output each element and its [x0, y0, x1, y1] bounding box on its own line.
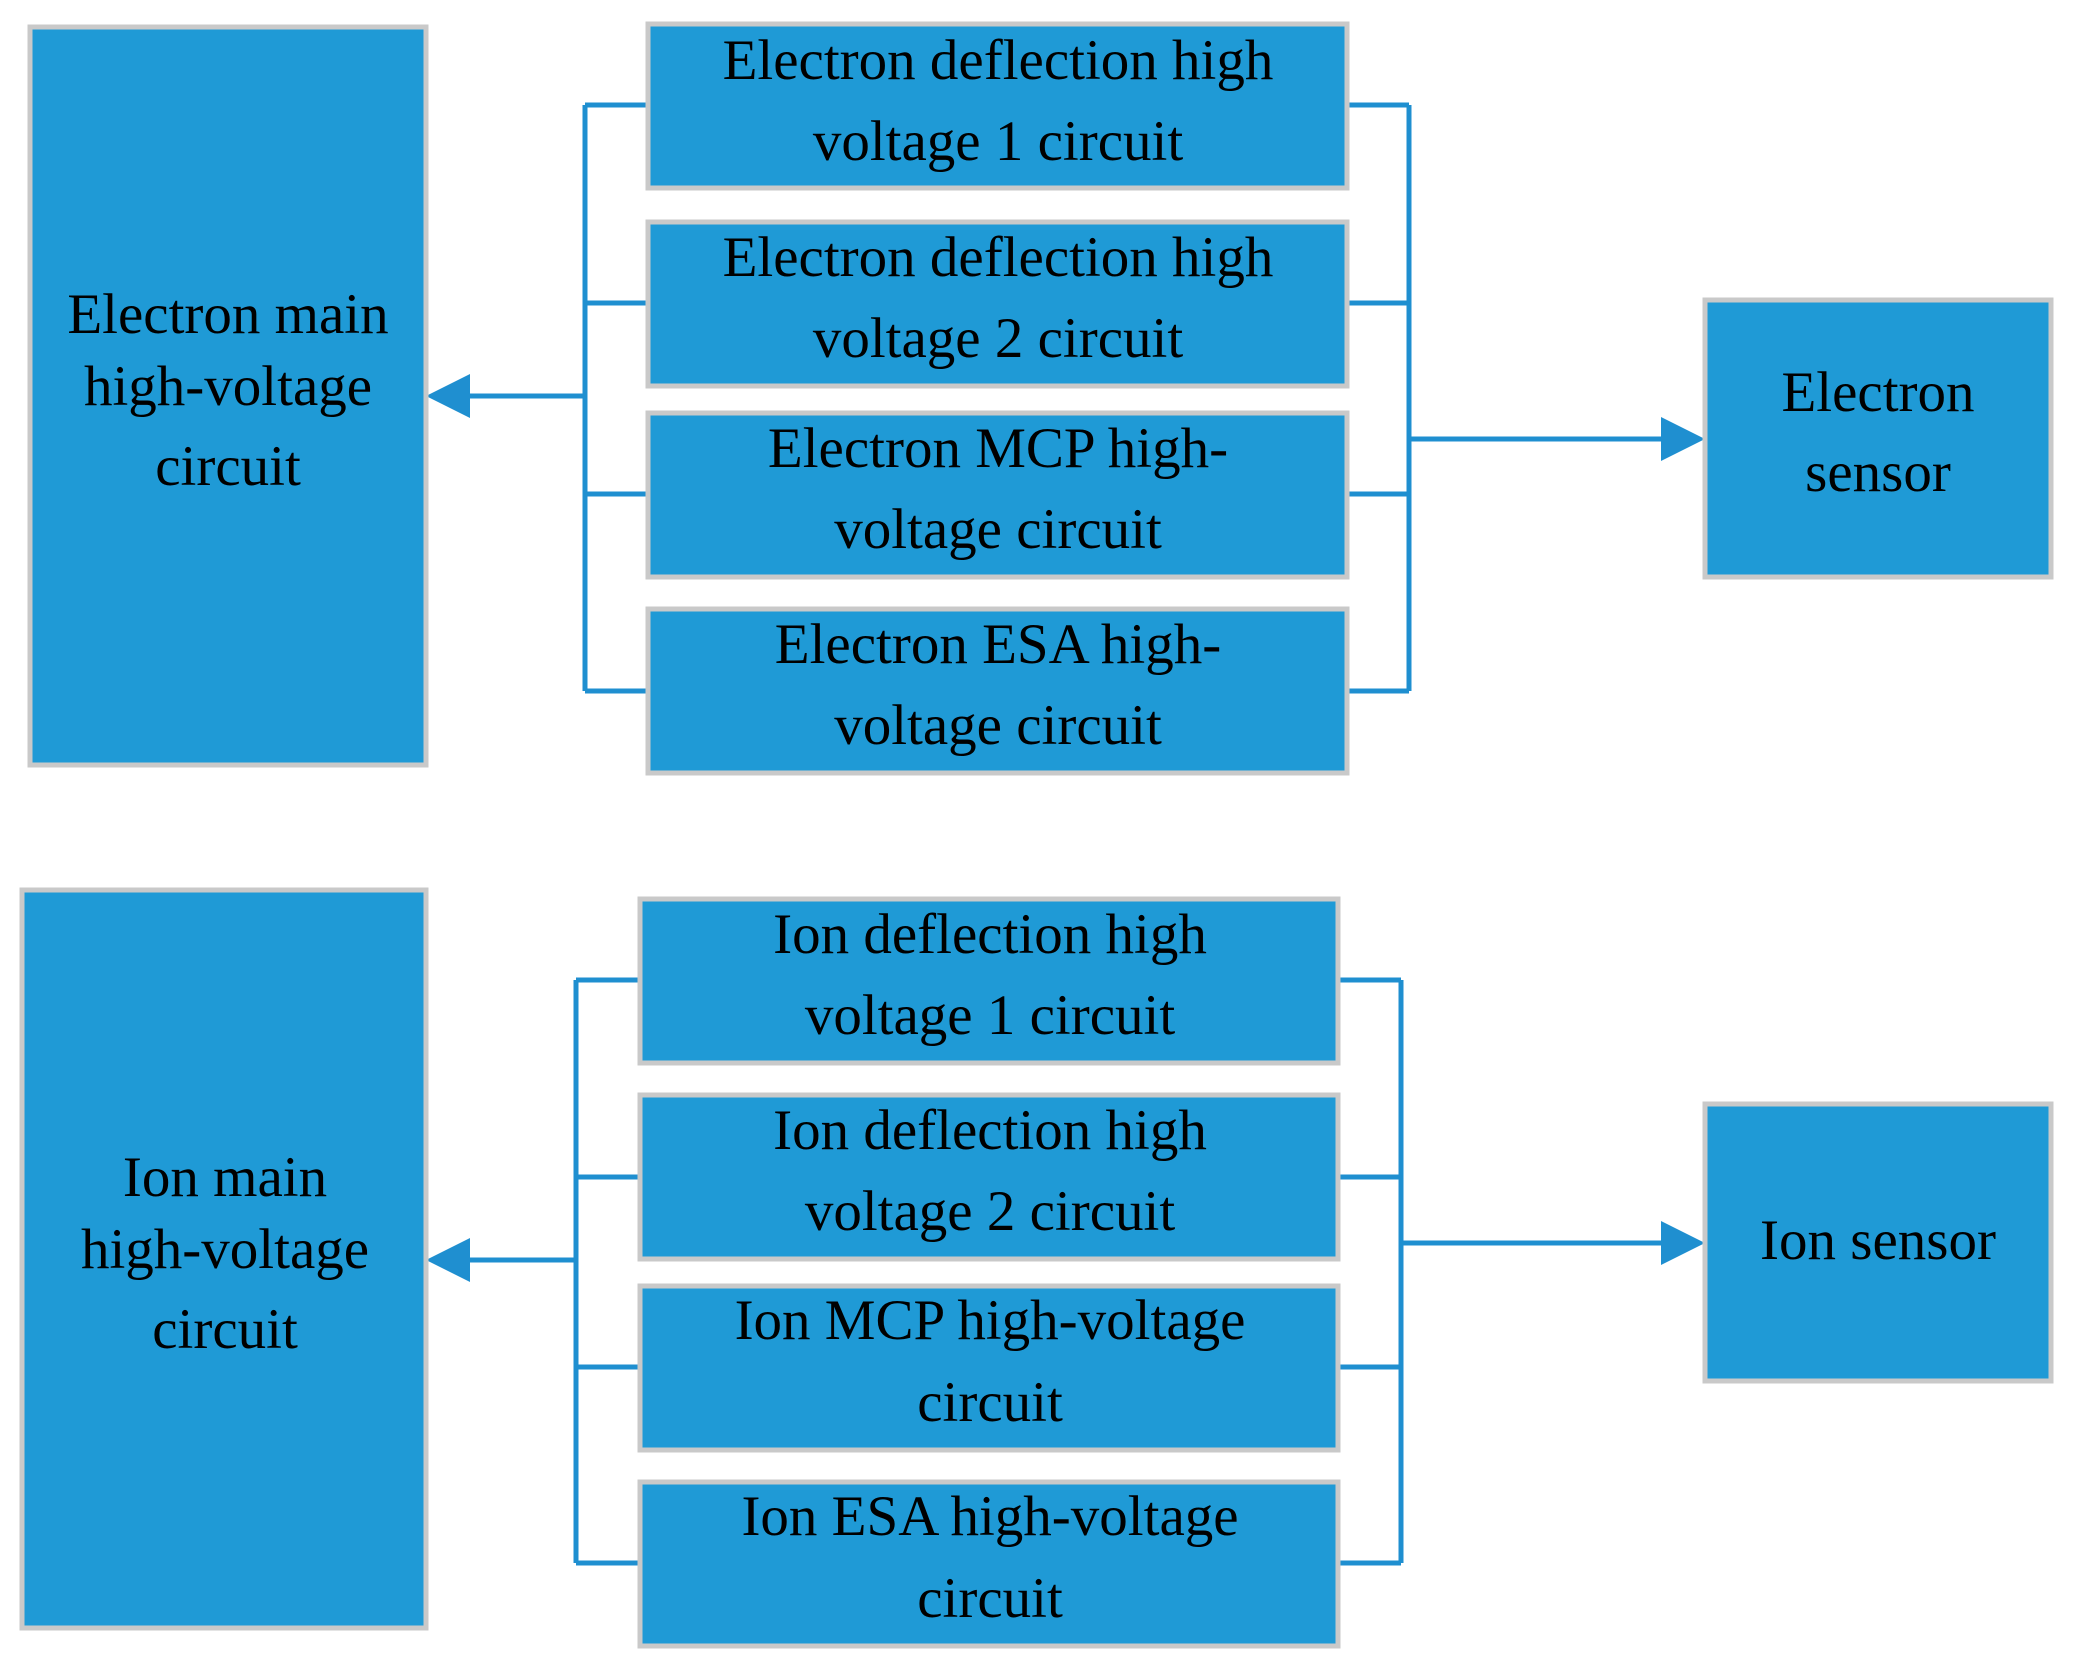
electron-main-label-line1: Electron main — [67, 283, 388, 346]
electron-deflection-1-line1: Electron deflection high — [723, 29, 1274, 92]
electron-connectors — [426, 102, 1705, 694]
ion-deflection-1-line1: Ion deflection high — [773, 903, 1207, 966]
electron-main-label-line3: circuit — [155, 435, 301, 498]
electron-esa-box: Electron ESA high- voltage circuit — [645, 606, 1350, 776]
electron-main-box: Electron main high-voltage circuit — [27, 24, 429, 768]
electron-group: Electron main high-voltage circuit Elect… — [27, 21, 2054, 776]
electron-deflection-2-box: Electron deflection high voltage 2 circu… — [645, 219, 1350, 389]
ion-group: Ion main high-voltage circuit Ion deflec… — [19, 887, 2054, 1649]
electron-sensor-line2: sensor — [1805, 441, 1951, 504]
ion-esa-line2: circuit — [917, 1567, 1063, 1630]
electron-sensor-line1: Electron — [1781, 361, 1974, 424]
electron-esa-line1: Electron ESA high- — [775, 613, 1221, 676]
ion-esa-box: Ion ESA high-voltage circuit — [637, 1479, 1341, 1649]
ion-main-box: Ion main high-voltage circuit — [19, 887, 429, 1631]
electron-main-label-line2: high-voltage — [84, 355, 372, 418]
electron-mcp-line1: Electron MCP high- — [768, 417, 1228, 480]
electron-deflection-1-box: Electron deflection high voltage 1 circu… — [645, 21, 1350, 191]
ion-sensor-box: Ion sensor — [1702, 1101, 2054, 1384]
ion-mcp-line2: circuit — [917, 1371, 1063, 1434]
ion-deflection-1-box: Ion deflection high voltage 1 circuit — [637, 896, 1341, 1066]
electron-esa-line2: voltage circuit — [834, 694, 1162, 757]
ion-main-label-line3: circuit — [152, 1298, 298, 1361]
ion-sensor-arrowhead — [1661, 1221, 1705, 1265]
electron-mcp-line2: voltage circuit — [834, 498, 1162, 561]
electron-deflection-2-line1: Electron deflection high — [723, 226, 1274, 289]
ion-deflection-2-box: Ion deflection high voltage 2 circuit — [637, 1092, 1341, 1262]
ion-esa-line1: Ion ESA high-voltage — [741, 1485, 1238, 1548]
electron-main-arrowhead — [426, 374, 470, 418]
ion-deflection-2-line2: voltage 2 circuit — [805, 1180, 1176, 1243]
ion-main-label-line1: Ion main — [123, 1146, 327, 1209]
ion-sensor-line1: Ion sensor — [1760, 1209, 1996, 1272]
electron-deflection-2-line2: voltage 2 circuit — [813, 307, 1184, 370]
ion-deflection-1-line2: voltage 1 circuit — [805, 984, 1176, 1047]
ion-main-label-line2: high-voltage — [81, 1218, 369, 1281]
ion-connectors — [426, 977, 1705, 1566]
ion-mcp-line1: Ion MCP high-voltage — [735, 1289, 1246, 1352]
ion-main-arrowhead — [426, 1238, 470, 1282]
electron-sensor-box: Electron sensor — [1702, 297, 2054, 580]
ion-deflection-2-line1: Ion deflection high — [773, 1099, 1207, 1162]
electron-sensor-arrowhead — [1661, 417, 1705, 461]
electron-deflection-1-line2: voltage 1 circuit — [813, 110, 1184, 173]
ion-mcp-box: Ion MCP high-voltage circuit — [637, 1283, 1341, 1453]
electron-mcp-box: Electron MCP high- voltage circuit — [645, 410, 1350, 580]
